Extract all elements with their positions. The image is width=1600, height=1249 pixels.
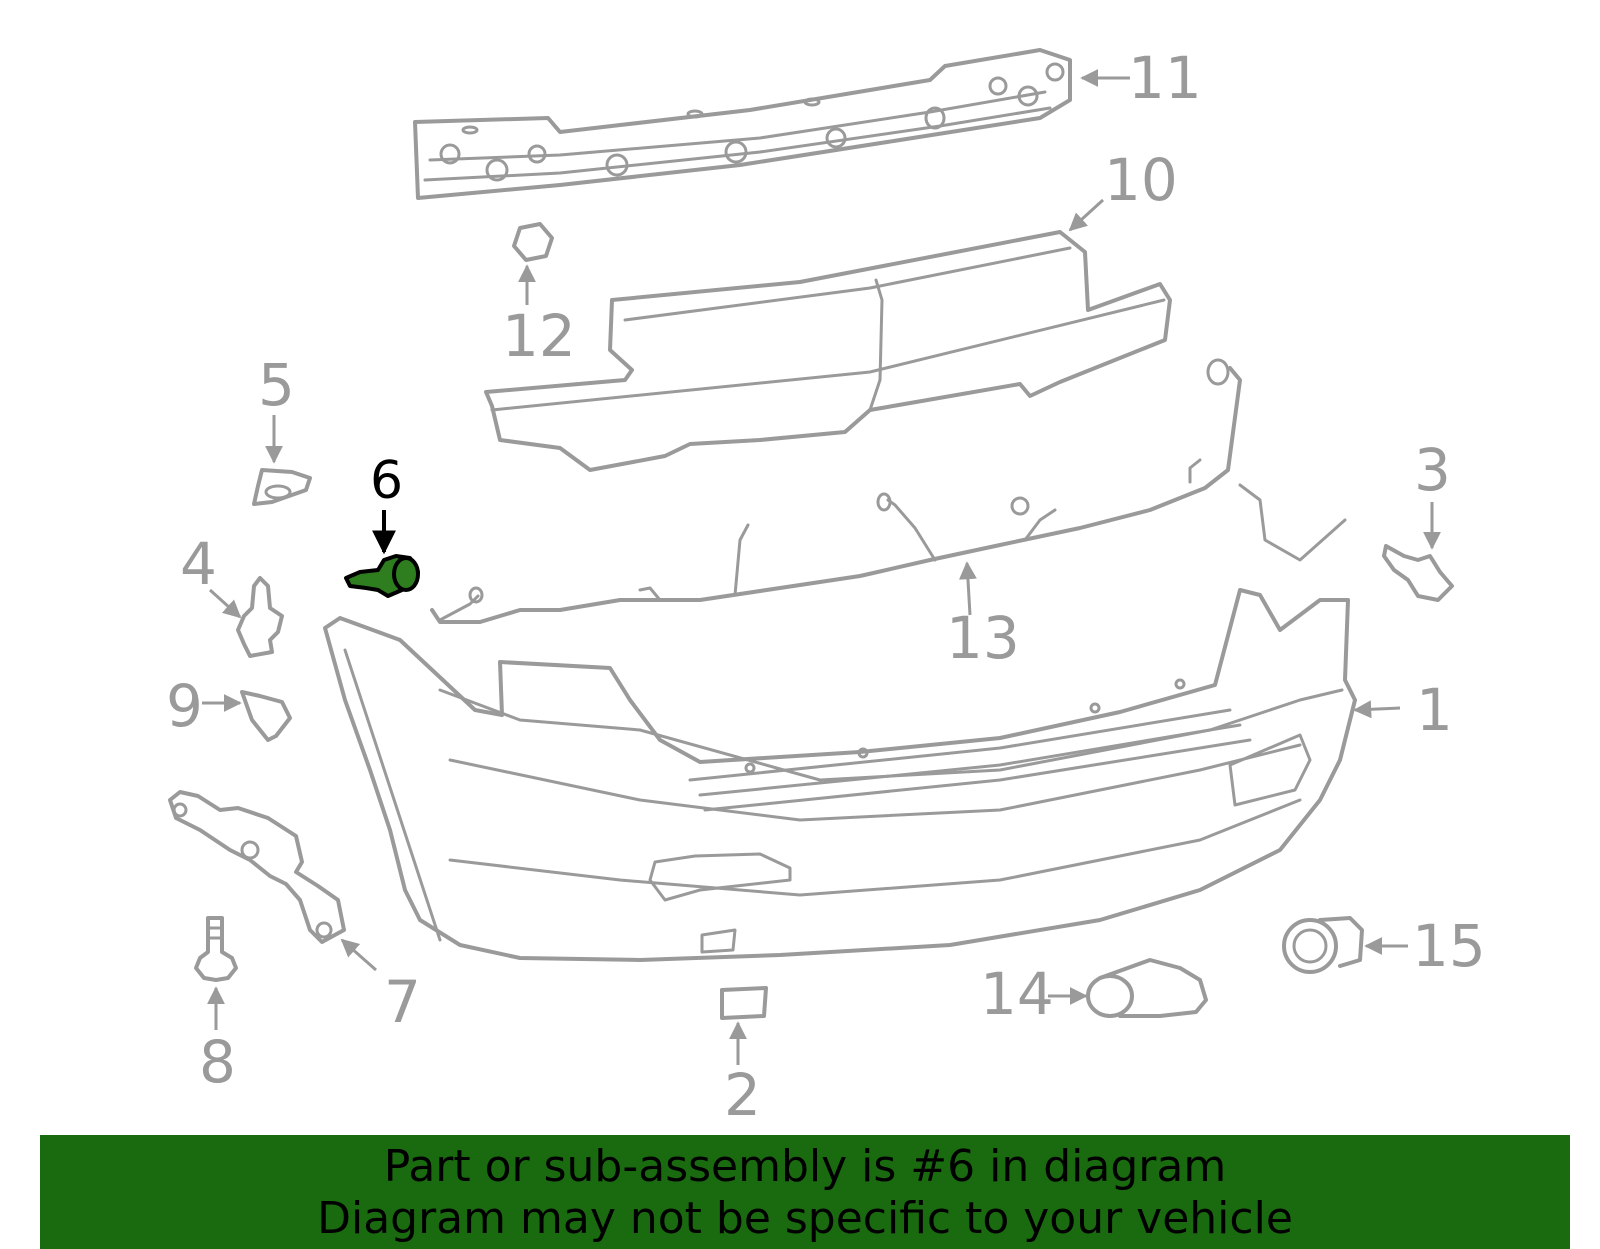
callout-6: 6 bbox=[370, 451, 403, 511]
part-6-push-pin-retainer bbox=[344, 510, 420, 598]
callout-2: 2 bbox=[724, 1061, 761, 1129]
callout-7: 7 bbox=[384, 968, 421, 1036]
part-9-clip bbox=[202, 690, 292, 742]
callout-14: 14 bbox=[980, 960, 1054, 1028]
part-15-sensor-bracket bbox=[1282, 916, 1408, 974]
callout-4: 4 bbox=[180, 530, 217, 598]
banner-line-disclaimer: Diagram may not be specific to your vehi… bbox=[317, 1193, 1293, 1244]
part-5-bracket bbox=[252, 415, 312, 506]
banner-line-part: Part or sub-assembly is #6 in diagram bbox=[383, 1141, 1227, 1192]
callout-3: 3 bbox=[1414, 436, 1451, 504]
part-3-push-pin bbox=[1382, 502, 1454, 602]
callout-13: 13 bbox=[946, 604, 1020, 672]
callout-8: 8 bbox=[199, 1028, 236, 1096]
callout-12: 12 bbox=[502, 302, 576, 370]
info-banner: Part or sub-assembly is #6 in diagram Di… bbox=[40, 1135, 1570, 1249]
callout-10: 10 bbox=[1104, 146, 1178, 214]
part-12-hex-nut bbox=[512, 222, 554, 305]
callout-15: 15 bbox=[1412, 912, 1486, 980]
part-4-clip bbox=[208, 576, 284, 658]
part-13-wiring-harness bbox=[430, 358, 1242, 624]
callout-9: 9 bbox=[166, 672, 203, 740]
part-14-sensor bbox=[1048, 958, 1208, 1018]
part-7-mounting-bracket bbox=[168, 790, 377, 972]
part-8-bolt bbox=[194, 916, 238, 1030]
part-1-bumper-fascia bbox=[323, 483, 1401, 962]
callout-5: 5 bbox=[258, 351, 295, 419]
part-11-reinforcement-beam bbox=[413, 48, 1072, 200]
part-10-energy-absorber bbox=[484, 198, 1172, 472]
part-2-plate bbox=[720, 986, 768, 1065]
callout-1: 1 bbox=[1416, 676, 1453, 744]
callout-11: 11 bbox=[1128, 44, 1202, 112]
